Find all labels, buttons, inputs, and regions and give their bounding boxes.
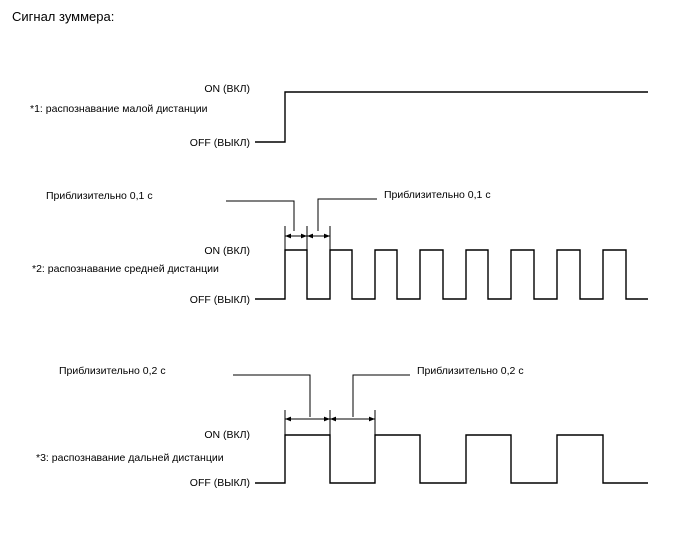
signal-2-annotation-left: Приблизительно 0,1 с xyxy=(46,190,153,202)
signal-3-leader-left xyxy=(233,374,311,417)
signal-1-waveform xyxy=(255,91,648,143)
signal-1-off-label: OFF (ВЫКЛ) xyxy=(190,137,250,149)
signal-3-leader-right xyxy=(352,374,410,417)
signal-2-label: *2: распознавание средней дистанции xyxy=(32,263,219,275)
diagram-title: Сигнал зуммера: xyxy=(12,9,114,24)
signal-1-on-label: ON (ВКЛ) xyxy=(204,83,250,95)
signal-1-group: ON (ВКЛ) OFF (ВЫКЛ) *1: распознавание ма… xyxy=(30,83,648,149)
signal-3-label: *3: распознавание дальней дистанции xyxy=(36,452,224,464)
signal-3-waveform xyxy=(255,434,648,484)
signal-2-waveform xyxy=(255,249,648,300)
signal-3-group: Приблизительно 0,2 с Приблизительно 0,2 … xyxy=(36,365,648,489)
signal-2-leader-right xyxy=(317,198,377,231)
signal-3-annotation-right: Приблизительно 0,2 с xyxy=(417,365,524,377)
signal-2-leader-left xyxy=(226,200,295,231)
signal-2-on-label: ON (ВКЛ) xyxy=(204,245,250,257)
signal-1-label: *1: распознавание малой дистанции xyxy=(30,103,208,115)
signal-3-on-label: ON (ВКЛ) xyxy=(204,429,250,441)
signal-3-off-label: OFF (ВЫКЛ) xyxy=(190,477,250,489)
signal-2-off-label: OFF (ВЫКЛ) xyxy=(190,294,250,306)
signal-3-annotation-left: Приблизительно 0,2 с xyxy=(59,365,166,377)
signal-2-annotation-right: Приблизительно 0,1 с xyxy=(384,189,491,201)
signal-2-group: Приблизительно 0,1 с Приблизительно 0,1 … xyxy=(32,189,648,306)
